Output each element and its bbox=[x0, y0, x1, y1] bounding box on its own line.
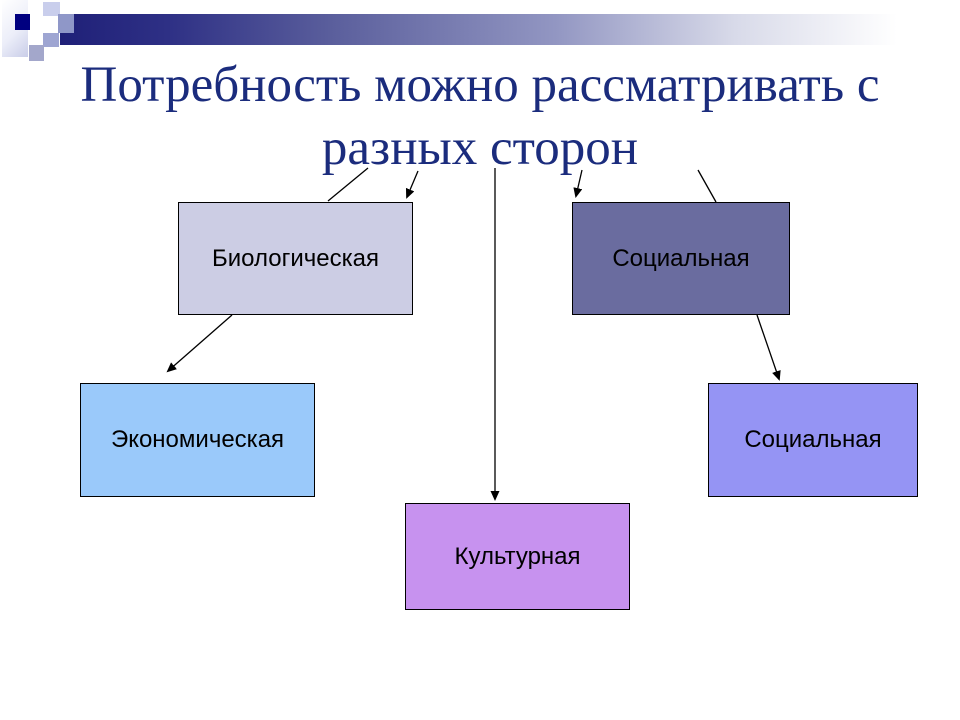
node-label: Социальная bbox=[612, 244, 750, 272]
connector-line-1 bbox=[405, 170, 419, 199]
slide-title: Потребность можно рассматривать с разных… bbox=[0, 54, 960, 180]
node-label: Социальная bbox=[744, 426, 882, 453]
diagram-node-cultural: Культурная bbox=[405, 503, 630, 610]
navy-square bbox=[15, 14, 30, 30]
node-label: Экономическая bbox=[110, 426, 285, 453]
medium-square bbox=[43, 33, 59, 47]
title-line-1: Потребность можно рассматривать с bbox=[80, 57, 880, 113]
diagram-node-economic: Экономическая bbox=[80, 383, 315, 497]
header-banner bbox=[0, 0, 960, 70]
connector-line-6 bbox=[756, 314, 781, 381]
title-line-2: разных сторон bbox=[321, 120, 639, 177]
connector-line-0 bbox=[327, 167, 369, 202]
gray-square bbox=[29, 45, 44, 61]
diagram-node-social-bottom: Социальная bbox=[708, 383, 918, 497]
node-label: Биологическая bbox=[212, 244, 379, 272]
node-label: Культурная bbox=[454, 542, 581, 570]
diagram-node-biological: Биологическая bbox=[178, 202, 413, 315]
diagram-node-social-top: Социальная bbox=[572, 202, 790, 315]
pale-square bbox=[43, 2, 60, 16]
header-bar bbox=[60, 14, 960, 45]
connector-line-2 bbox=[573, 169, 583, 198]
slate-square bbox=[58, 14, 74, 33]
connector-line-3 bbox=[697, 169, 717, 203]
connector-line-5 bbox=[166, 314, 233, 373]
